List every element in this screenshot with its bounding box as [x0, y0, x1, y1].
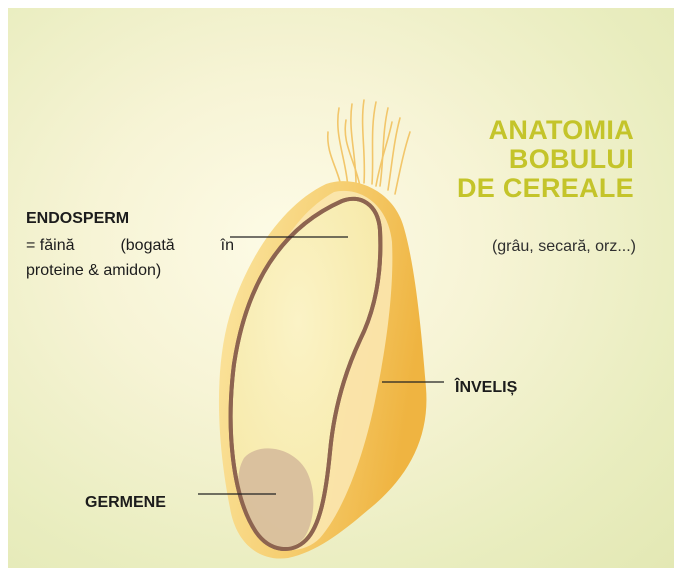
endosperm-desc-word-3: în	[221, 237, 234, 255]
title-line-2: BOBULUI	[374, 145, 634, 174]
endosperm-description-line-1: = făină (bogată în	[26, 237, 234, 255]
endosperm-desc-word-2: (bogată	[120, 237, 174, 255]
diagram-title: ANATOMIA BOBULUI DE CEREALE	[374, 116, 634, 203]
endosperm-label: ENDOSPERM	[26, 210, 129, 228]
diagram-subtitle: (grâu, secară, orz...)	[376, 238, 636, 256]
endosperm-desc-word-1: = făină	[26, 237, 74, 255]
endosperm-description-line-2: proteine & amidon)	[26, 262, 161, 280]
title-line-3: DE CEREALE	[374, 174, 634, 203]
grain-illustration	[8, 8, 674, 568]
invelis-label: ÎNVELIȘ	[455, 379, 517, 397]
germene-label: GERMENE	[85, 494, 166, 512]
diagram-panel: ANATOMIA BOBULUI DE CEREALE (grâu, secar…	[8, 8, 674, 568]
title-line-1: ANATOMIA	[374, 116, 634, 145]
